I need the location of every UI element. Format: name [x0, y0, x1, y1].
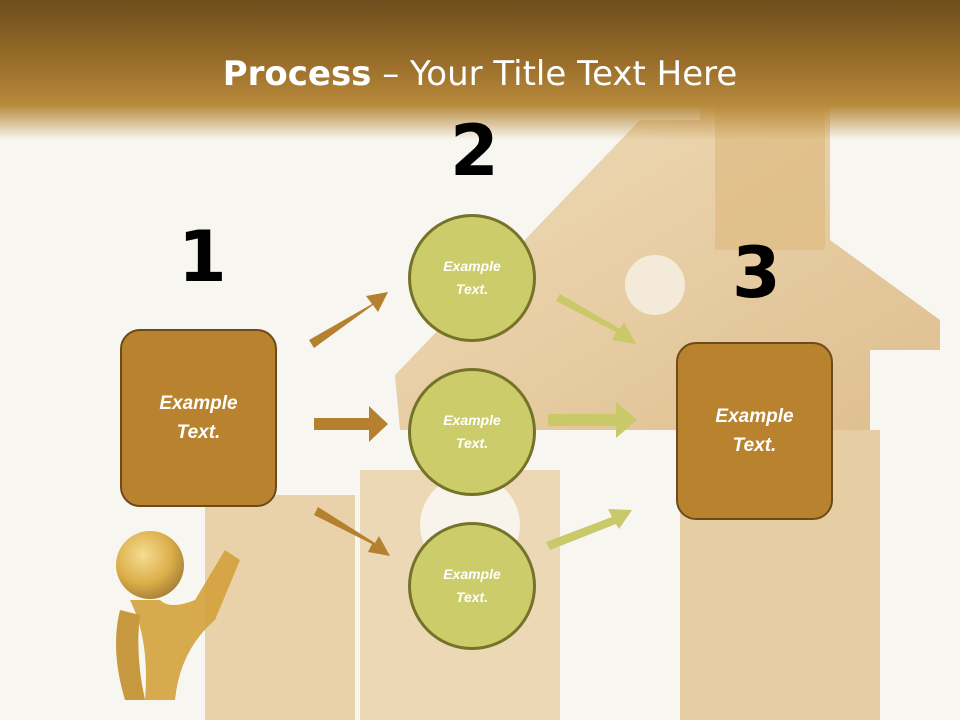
gold-figure	[116, 531, 240, 700]
circle-middle-text: Example Text.	[443, 412, 501, 451]
step1-box-text: Example Text.	[159, 393, 238, 443]
circle-bottom-text: Example Text.	[443, 566, 501, 605]
step3-box[interactable]: Example Text.	[676, 342, 833, 520]
arrow-from-bottom-circle	[546, 509, 632, 550]
slide-title[interactable]: Process – Your Title Text Here	[0, 52, 960, 96]
title-bar	[0, 0, 960, 140]
arrow-from-middle-circle	[548, 402, 637, 438]
house-wall-left	[205, 495, 355, 720]
arrow-to-middle-circle	[314, 406, 388, 442]
step2-circle-top[interactable]: Example Text.	[408, 214, 536, 342]
step1-box[interactable]: Example Text.	[120, 329, 277, 507]
step-number-1: 1	[178, 216, 227, 298]
title-bold: Process	[222, 54, 372, 94]
title-rest: – Your Title Text Here	[371, 54, 738, 94]
step2-circle-bottom[interactable]: Example Text.	[408, 522, 536, 650]
step2-circle-middle[interactable]: Example Text.	[408, 368, 536, 496]
step-number-2: 2	[450, 110, 499, 192]
circle-top-text: Example Text.	[443, 258, 501, 297]
step3-box-text: Example Text.	[715, 406, 794, 456]
step-number-3: 3	[732, 232, 781, 314]
arrow-from-top-circle	[556, 294, 636, 344]
arrow-to-bottom-circle	[314, 507, 390, 556]
arrow-to-top-circle	[309, 292, 388, 348]
